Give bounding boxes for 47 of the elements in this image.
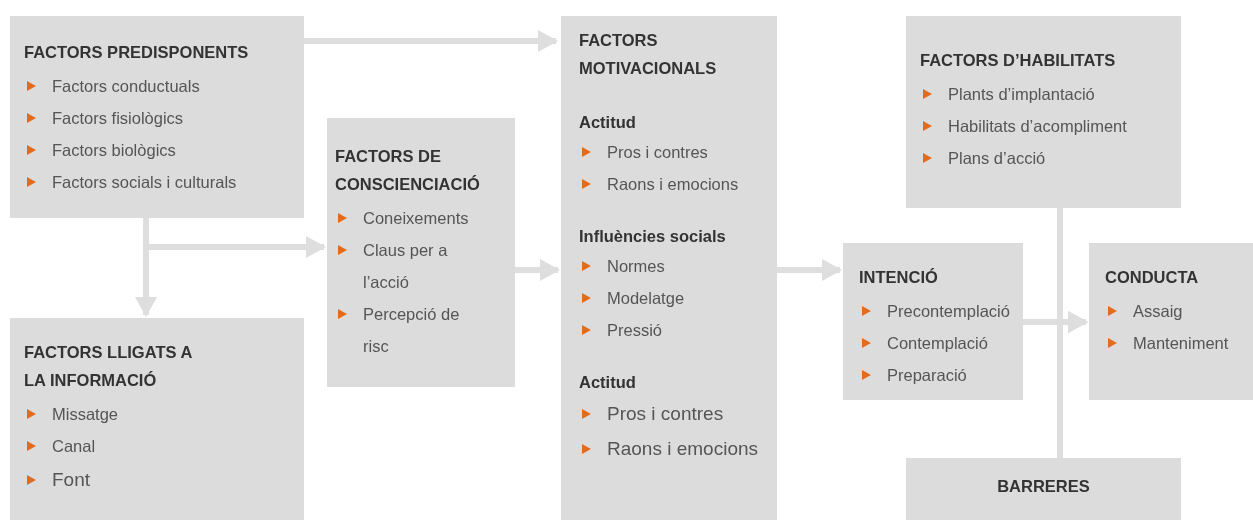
- factor-box: [1089, 243, 1253, 400]
- section-heading: Actitud: [579, 372, 637, 393]
- box-heading: FACTORS LLIGATS A LA INFORMACIÓ: [24, 342, 193, 391]
- bullet-item: Contemplació: [859, 327, 988, 359]
- box-heading: INTENCIÓ: [859, 267, 939, 288]
- bullet-item: Preparació: [859, 359, 967, 391]
- section-heading: Actitud: [579, 112, 637, 133]
- bullet-item: Claus per a l’acció: [335, 234, 468, 298]
- bullet-item: Factors fisiològics: [24, 102, 184, 134]
- box-heading: FACTORS DE CONSCIENCIACIÓ: [335, 146, 481, 195]
- factor-box: [843, 243, 1023, 400]
- factor-box: [561, 16, 777, 520]
- arrow: [304, 30, 558, 52]
- bullet-item: Raons i emocions: [579, 168, 739, 200]
- box-heading: FACTORS PREDISPONENTS: [24, 42, 250, 63]
- bullet-item: Pros i contres: [579, 136, 708, 168]
- bullet-item: Plants d’implantació: [920, 78, 1095, 110]
- factor-box: [10, 318, 304, 520]
- bullet-item: Coneixements: [335, 202, 468, 234]
- bullet-item: Habilitats d’acompliment: [920, 110, 1127, 142]
- box-heading: FACTORS D’HABILITATS: [920, 50, 1117, 71]
- bullet-item: Assaig: [1105, 295, 1183, 327]
- factor-box: [10, 16, 304, 218]
- arrow: [777, 259, 842, 281]
- section-heading: Influències socials: [579, 226, 727, 247]
- bullet-item: Font: [24, 462, 91, 497]
- factor-box: [327, 118, 515, 387]
- bullet-item: Manteniment: [1105, 327, 1229, 359]
- bullet-item: Factors socials i culturals: [24, 166, 237, 198]
- bullet-item: Modelatge: [579, 282, 685, 314]
- box-heading: BARRERES: [996, 476, 1091, 497]
- box-heading: CONDUCTA: [1105, 267, 1200, 288]
- bullet-item: Factors biològics: [24, 134, 176, 166]
- bullet-item: Normes: [579, 250, 665, 282]
- bullet-item: Factors conductuals: [24, 70, 200, 102]
- bullet-item: Canal: [24, 430, 96, 462]
- box-heading: FACTORS MOTIVACIONALS: [579, 30, 718, 79]
- bullet-item: Pros i contres: [579, 396, 724, 431]
- factor-box: [906, 16, 1181, 208]
- bullet-item: Pressió: [579, 314, 663, 346]
- bullet-item: Plans d’acció: [920, 142, 1046, 174]
- bullet-item: Raons i emocions: [579, 431, 759, 466]
- bullet-item: Percepció de risc: [335, 298, 468, 362]
- bullet-item: Missatge: [24, 398, 119, 430]
- bullet-item: Precontemplació: [859, 295, 1010, 327]
- factor-box: [906, 458, 1181, 520]
- arrow: [515, 259, 560, 281]
